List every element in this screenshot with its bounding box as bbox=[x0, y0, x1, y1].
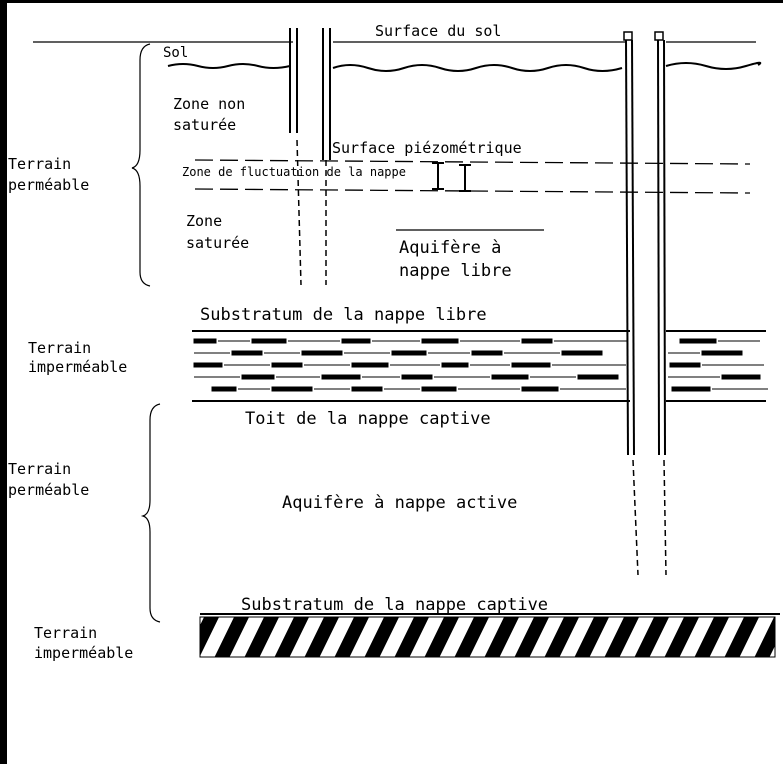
label-zone-saturee-1: Zone bbox=[186, 210, 222, 232]
label-toit-nappe-captive: Toit de la nappe captive bbox=[245, 407, 491, 431]
label-aquifere-nappe-active: Aquifère à nappe active bbox=[282, 491, 517, 515]
label-terrain-impermeable-lower-1: Terrain bbox=[34, 622, 97, 644]
label-surface-piezometrique: Surface piézométrique bbox=[332, 137, 522, 159]
label-terrain-permeable-upper-2: perméable bbox=[8, 174, 89, 196]
label-sol: Sol bbox=[163, 42, 188, 64]
bracket-permeable-lower bbox=[143, 404, 160, 622]
label-terrain-impermeable-upper-2: imperméable bbox=[28, 356, 127, 378]
label-terrain-permeable-lower-1: Terrain bbox=[8, 458, 71, 480]
label-substratum-nappe-captive: Substratum de la nappe captive bbox=[241, 593, 548, 617]
label-surface-du-sol: Surface du sol bbox=[375, 20, 501, 42]
impermeable-layer-lower bbox=[200, 614, 780, 657]
label-zone-saturee-2: saturée bbox=[186, 232, 249, 254]
label-aquifere-libre-2: nappe libre bbox=[399, 259, 512, 283]
well-unconfined bbox=[290, 28, 330, 285]
impermeable-layer-upper bbox=[192, 331, 768, 401]
label-terrain-impermeable-lower-2: imperméable bbox=[34, 642, 133, 664]
fluctuation-arrows bbox=[432, 163, 471, 191]
label-terrain-permeable-upper-1: Terrain bbox=[8, 153, 71, 175]
label-zone-non-saturee-2: saturée bbox=[173, 114, 236, 136]
label-substratum-nappe-libre: Substratum de la nappe libre bbox=[200, 303, 487, 327]
label-aquifere-libre-1: Aquifère à bbox=[399, 236, 501, 260]
well-confined bbox=[624, 32, 666, 575]
label-terrain-permeable-lower-2: perméable bbox=[8, 479, 89, 501]
soil-wavy-line bbox=[168, 63, 760, 71]
label-zone-fluctuation: Zone de fluctuation de la nappe bbox=[182, 164, 406, 180]
bracket-permeable-upper bbox=[132, 44, 150, 286]
label-zone-non-saturee-1: Zone non bbox=[173, 93, 245, 115]
